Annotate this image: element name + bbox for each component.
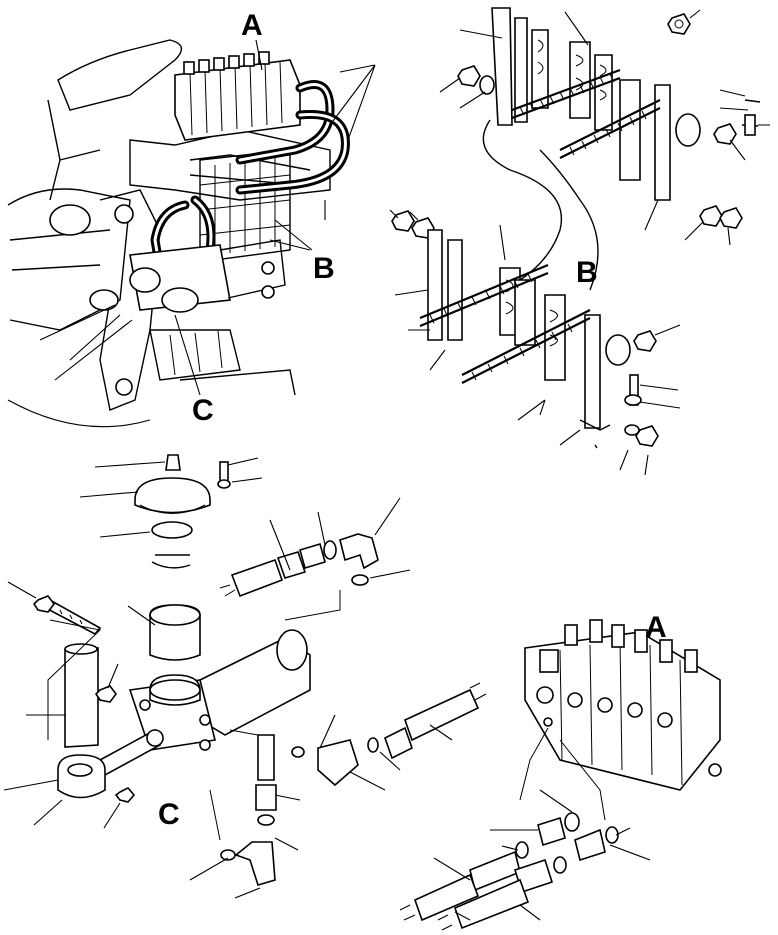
callout-b-top: B (313, 252, 335, 285)
installation-view: A B C (7, 9, 376, 428)
callout-c-top: C (192, 394, 214, 427)
valve-detail-view: A (399, 611, 722, 931)
callout-a-detail: A (645, 611, 667, 644)
callout-a-top: A (241, 9, 263, 42)
callout-c-detail: C (158, 798, 180, 831)
clamp-detail-view: B (389, 7, 770, 476)
cylinder-detail-view: C (3, 454, 487, 899)
callout-b-detail: B (576, 256, 598, 289)
